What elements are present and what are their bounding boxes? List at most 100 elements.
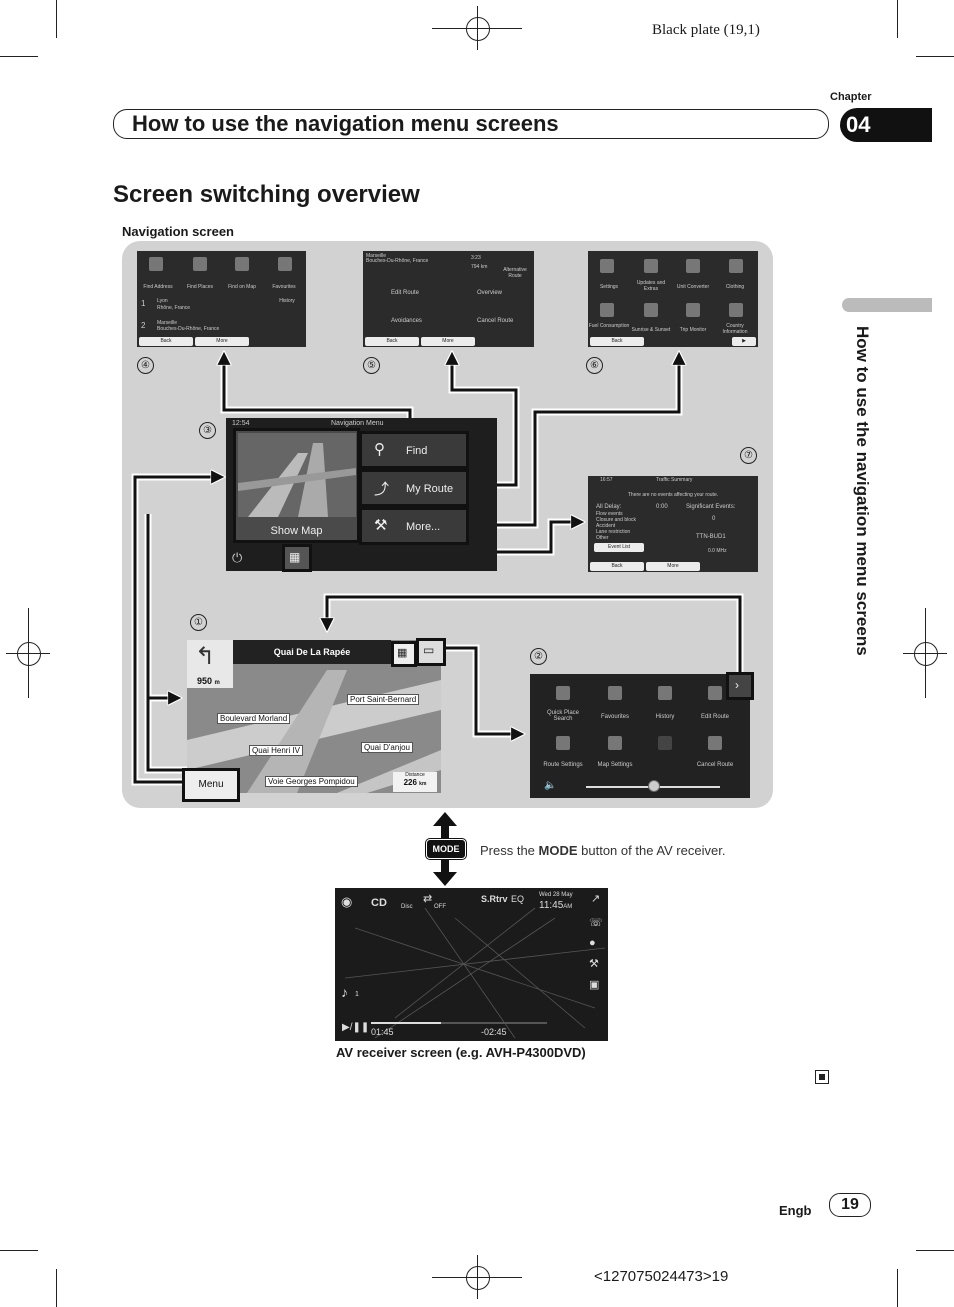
history-icon[interactable] [658,686,672,700]
star-icon[interactable] [608,686,622,700]
fuel-icon[interactable] [600,303,614,317]
overview-item[interactable]: Overview [477,290,503,296]
route-settings-label[interactable]: Route Settings [543,762,583,768]
edit-route-label[interactable]: Edit Route [700,714,730,720]
updates-label[interactable]: Updates and Extras [636,280,666,292]
crop-mark [28,608,29,698]
turn-distance: 950 m [197,676,220,686]
power-icon[interactable]: ⏻ [232,550,243,565]
history-row-title[interactable]: Lyon [157,298,168,304]
route-settings-icon[interactable] [556,736,570,750]
event-list-button[interactable]: Event List [594,543,644,552]
find-address-icon[interactable] [149,257,163,271]
map-settings-icon[interactable] [608,736,622,750]
find-on-map-icon[interactable] [235,257,249,271]
back-button[interactable]: Back [590,337,644,346]
history-row-num: 1 [141,299,146,308]
traffic-icon: ▦ [289,550,301,564]
map-settings-label[interactable]: Map Settings [597,762,633,768]
sunrise-sunset-label[interactable]: Sunrise & Sunset [631,327,671,333]
trip-monitor-label[interactable]: Trip Monitor [679,327,707,333]
music-note-icon: ♪ [341,984,348,1000]
cancel-route-label[interactable]: Cancel Route [696,762,734,768]
volume-slider-handle[interactable] [648,780,660,792]
station-name: TTN-BUD1 [696,534,726,540]
country-info-label[interactable]: Country Information [722,323,748,335]
traffic-message: There are no events affecting your route… [627,492,719,498]
more-button[interactable]: ⚒ More... [359,507,469,545]
next-button[interactable]: › [726,672,754,700]
fuel-consumption-label[interactable]: Fuel Consumption [588,323,630,329]
find-on-map-label: Find on Map [228,284,256,290]
section-title: Screen switching overview [113,181,420,208]
cancel-route-icon[interactable] [708,736,722,750]
tools-icon: ⚒ [374,517,388,534]
clock-date: Wed 28 May [539,892,573,898]
srtrv-label[interactable]: S.Rtrv [481,894,508,904]
sunrise-icon[interactable] [644,303,658,317]
crop-mark [477,6,478,50]
trip-monitor-icon[interactable] [686,303,700,317]
chapter-label: Chapter [830,91,872,103]
registration-mark [466,17,490,41]
find-places-icon[interactable] [193,257,207,271]
back-button[interactable]: Back [365,337,419,346]
map-options-button[interactable]: ▭ [416,638,446,666]
progress-fill [371,1022,442,1024]
progress-track[interactable] [371,1022,547,1024]
more-menu-screen: Settings Updates and Extras Unit Convert… [588,251,758,347]
traffic-line: Lane restriction [596,529,631,535]
menu-button[interactable]: Menu [182,768,240,802]
back-button[interactable]: Back [139,337,193,346]
find-button[interactable]: ⚲ Find [359,431,469,469]
more-button[interactable]: More [195,337,249,346]
back-button[interactable]: Back [590,562,644,571]
current-street: Quai De La Rapée [273,647,351,657]
edit-route-item[interactable]: Edit Route [391,290,420,296]
clothing-label[interactable]: Clothing [725,284,745,290]
map-traffic-button[interactable]: ▦ [391,641,417,667]
camera-icon[interactable]: ▣ [589,979,600,991]
next-page-button[interactable]: ▶ [732,337,756,346]
info-icon[interactable] [729,303,743,317]
shuffle-icon[interactable]: ⇄ [423,893,433,905]
edit-route-icon[interactable] [708,686,722,700]
quick-search-icon[interactable] [556,686,570,700]
more-button[interactable]: More [646,562,700,571]
mic-icon[interactable]: ● [589,937,596,949]
route-time: 3:23 [471,255,481,261]
more-button[interactable]: More [421,337,475,346]
crop-mark [0,1250,38,1251]
alternative-route-label[interactable]: Alternative Route [503,267,527,279]
tools-icon[interactable]: ⚒ [589,958,599,970]
route-icon: ⤴ [374,481,390,498]
show-map-button[interactable]: Show Map [233,428,360,543]
history-row-title[interactable]: Marseille [157,320,178,326]
unit-converter-label[interactable]: Unit Converter [676,284,710,290]
crop-mark [0,56,38,57]
turn-distance-value: 950 [197,676,213,686]
my-route-button[interactable]: ⤴ My Route [359,469,469,507]
distance-panel: Distance 226 km [393,772,437,792]
eq-label[interactable]: EQ [511,894,525,904]
phone-icon[interactable]: ☏ [589,917,603,929]
history-label[interactable]: History [655,714,675,720]
station-frequency: 0.0 MHz [708,548,727,554]
play-pause-icon[interactable]: ▶/❚❚ [342,1022,370,1033]
favourites-label[interactable]: Favourites [600,714,629,720]
cancel-route-item[interactable]: Cancel Route [477,318,514,324]
favourites-icon[interactable] [278,257,292,271]
avoidances-item[interactable]: Avoidances [391,318,422,324]
updates-icon[interactable] [644,259,658,273]
traffic-button[interactable]: ▦ [282,544,312,572]
unit-converter-icon[interactable] [686,259,700,273]
clothing-icon[interactable] [729,259,743,273]
volume-icon[interactable]: 🔈 [544,780,557,791]
expand-icon[interactable]: ↗ [591,893,601,905]
quick-place-search-label[interactable]: Quick Place Search [546,710,579,722]
distance-value-row: 226 km [393,778,437,787]
settings-label[interactable]: Settings [599,284,619,290]
side-tab-label: How to use the navigation menu screens [853,326,872,656]
settings-icon[interactable] [600,259,614,273]
